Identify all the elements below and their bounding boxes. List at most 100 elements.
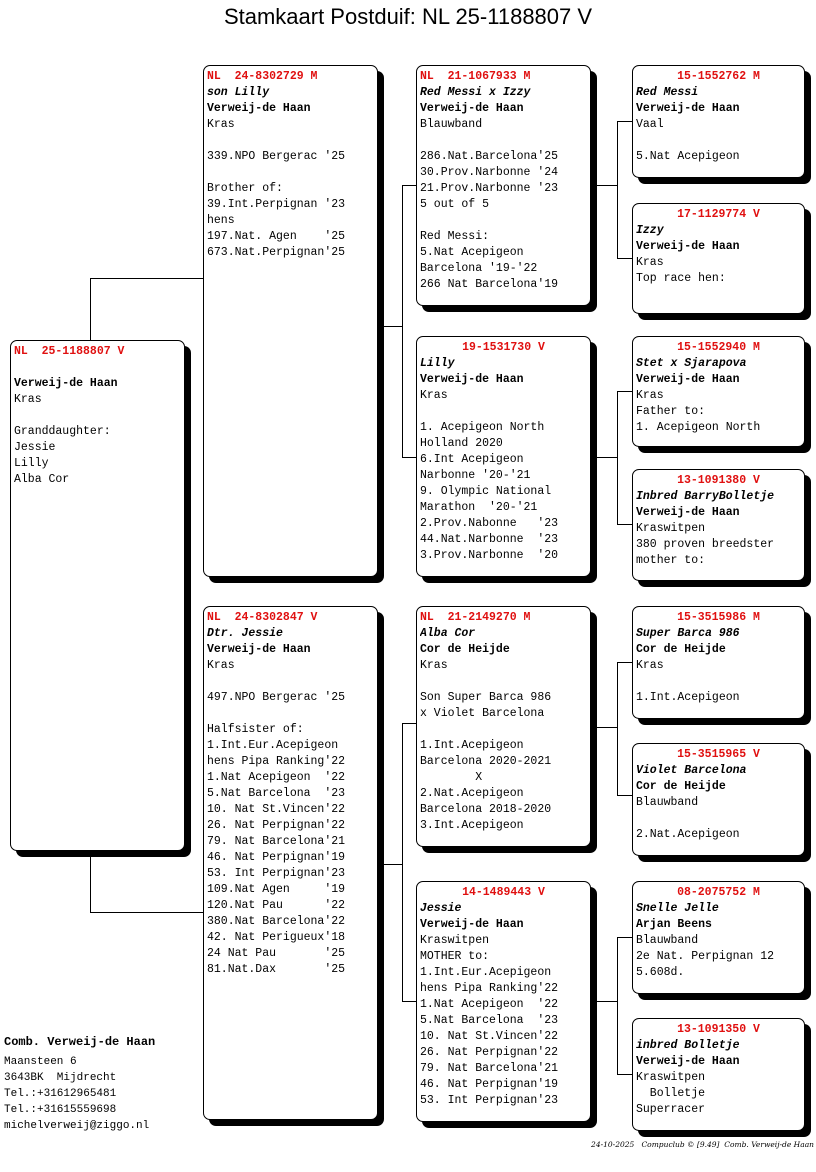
note-line: 53. Int Perpignan'23 [207, 867, 346, 880]
note-line [420, 133, 587, 149]
note-line: hens Pipa Ranking'22 [420, 982, 559, 995]
connector [402, 1001, 416, 1002]
ring-number: 08-2075752 M [677, 886, 760, 899]
note-line: 42. Nat Perigueux'18 [207, 931, 346, 944]
note-line: Red Messi: [420, 230, 490, 243]
note-line: hens [207, 214, 235, 227]
note-line: X [420, 771, 483, 784]
connector [90, 278, 203, 279]
note-line: x Violet Barcelona [420, 707, 545, 720]
note-line: Kraswitpen [636, 522, 706, 535]
note-line: 10. Nat St.Vincen'22 [420, 1030, 559, 1043]
note-line: 10. Nat St.Vincen'22 [207, 803, 346, 816]
bird-name: Violet Barcelona [636, 764, 747, 777]
breeder: Verweij-de Haan [636, 506, 740, 519]
owner-phone: Tel.:+31615559698 [4, 1104, 117, 1116]
note-line: 2.Nat.Acepigeon [636, 828, 740, 841]
bird-name: Izzy [636, 224, 664, 237]
note-line: Jessie [14, 441, 56, 454]
note-line: 2.Prov.Nabonne '23 [420, 517, 559, 530]
connector [402, 723, 403, 1001]
breeder: Cor de Heijde [420, 643, 510, 656]
note-line: 1. Acepigeon North [420, 421, 545, 434]
note-line: 5 out of 5 [420, 198, 490, 211]
owner-info: Comb. Verweij-de Haan Maansteen 6 3643BK… [4, 1034, 155, 1134]
note-line [420, 722, 587, 738]
note-line: 21.Prov.Narbonne '23 [420, 182, 559, 195]
ring-number: NL 21-2149270 M [420, 611, 531, 624]
note-line: Blauwband [636, 934, 699, 947]
note-line: 5.608d. [636, 966, 685, 979]
ring-number: 19-1531730 V [462, 341, 545, 354]
note-line: mother to: [636, 554, 706, 567]
connector [402, 185, 416, 186]
note-line: 3.Prov.Narbonne '20 [420, 549, 559, 562]
note-line: Barcelona 2018-2020 [420, 803, 552, 816]
note-line: Kras [636, 256, 664, 269]
breeder: Verweij-de Haan [636, 1055, 740, 1068]
connector [596, 1001, 617, 1002]
bird-name [14, 360, 181, 376]
note-line: 3.Int.Acepigeon [420, 819, 524, 832]
note-line: MOTHER to: [420, 950, 490, 963]
ring-number: 14-1489443 V [462, 886, 545, 899]
note-line: 6.Int Acepigeon [420, 453, 524, 466]
note-line [207, 165, 374, 181]
note-line: hens Pipa Ranking'22 [207, 755, 346, 768]
ring-number: NL 24-8302729 M [207, 70, 318, 83]
bird-name: son Lilly [207, 86, 270, 99]
owner-city: 3643BK Mijdrecht [4, 1072, 117, 1084]
note-line: 380.Nat Barcelona'22 [207, 915, 346, 928]
note-line: Bolletje [636, 1087, 706, 1100]
note-line: Lilly [14, 457, 49, 470]
note-line: 46. Nat Perpignan'19 [207, 851, 346, 864]
connector [617, 662, 632, 663]
owner-address: Maansteen 6 [4, 1056, 77, 1068]
ring-number: NL 25-1188807 V [14, 345, 125, 358]
note-line [636, 811, 801, 827]
note-line: 79. Nat Barcelona'21 [207, 835, 346, 848]
note-line: Son Super Barca 986 [420, 691, 552, 704]
ring-number: 15-1552762 M [677, 70, 760, 83]
note-line: 1.Int.Eur.Acepigeon [207, 739, 339, 752]
note-line: 673.Nat.Perpignan'25 [207, 246, 346, 259]
connector [617, 391, 618, 524]
connector [402, 723, 416, 724]
note-line: 53. Int Perpignan'23 [420, 1094, 559, 1107]
bird-name: Alba Cor [420, 627, 476, 640]
note-line: Kras [14, 393, 42, 406]
note-line: 24 Nat Pau '25 [207, 947, 346, 960]
note-line: 197.Nat. Agen '25 [207, 230, 346, 243]
note-line [207, 133, 374, 149]
note-line [420, 674, 587, 690]
owner-name: Comb. Verweij-de Haan [4, 1035, 156, 1049]
note-line: Blauwband [636, 796, 699, 809]
connector [596, 457, 617, 458]
note-line: 109.Nat Agen '19 [207, 883, 346, 896]
ring-number: 13-1091350 V [677, 1023, 760, 1036]
note-line [420, 213, 587, 229]
breeder: Verweij-de Haan [14, 377, 118, 390]
bird-name: Lilly [420, 357, 455, 370]
breeder: Verweij-de Haan [636, 102, 740, 115]
ring-number: 15-3515965 V [677, 748, 760, 761]
breeder: Cor de Heijde [636, 643, 726, 656]
note-line: Kras [207, 118, 235, 131]
note-line: Marathon '20-'21 [420, 501, 538, 514]
connector [383, 864, 402, 865]
